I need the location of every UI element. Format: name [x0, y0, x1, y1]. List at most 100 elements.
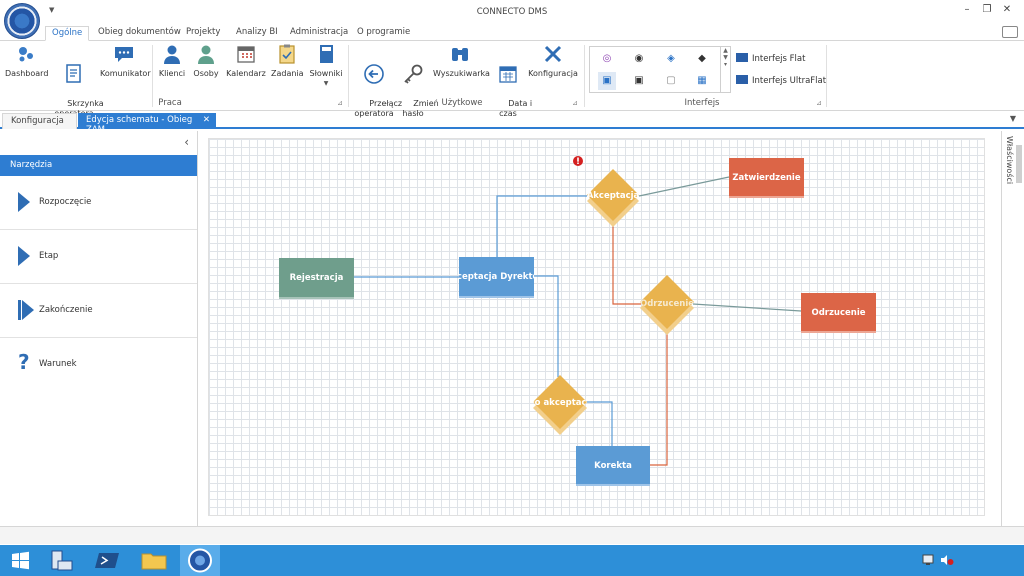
- klienci-button[interactable]: Klienci: [158, 43, 186, 79]
- tab-o-programie[interactable]: O programie: [357, 27, 411, 37]
- status-bar: [0, 526, 1024, 544]
- tool-warunek-label: Warunek: [39, 359, 77, 369]
- klienci-label: Klienci: [158, 69, 186, 78]
- node-korekta[interactable]: Korekta: [576, 446, 650, 486]
- vertical-scrollbar[interactable]: [1016, 145, 1022, 183]
- node-odrzucenie-condition[interactable]: Odrzucenie: [640, 275, 694, 335]
- title-bar: ▼ CONNECTO DMS – ❐ ✕: [0, 0, 1024, 24]
- tab-konfiguracja[interactable]: Konfiguracja: [2, 113, 77, 129]
- komunikator-label: Komunikator: [100, 69, 151, 78]
- data-i-czas-button[interactable]: Data i czas: [493, 43, 532, 129]
- connector-akceptacja-odrzucenie[interactable]: [612, 221, 641, 305]
- ribbon-options-icon[interactable]: [1002, 26, 1018, 38]
- powershell-icon: [95, 553, 119, 568]
- slowniki-dropdown-icon[interactable]: ▼: [323, 80, 329, 87]
- tool-warunek[interactable]: ? Warunek: [0, 338, 197, 392]
- tab-ogolne[interactable]: Ogólne: [45, 26, 90, 41]
- tools-icon: [544, 45, 562, 63]
- osoby-label: Osoby: [193, 69, 219, 78]
- diagram-canvas[interactable]: Rejestracja Akceptacja Dyrektora Akcepta…: [208, 138, 985, 516]
- close-button[interactable]: ✕: [1002, 4, 1012, 15]
- node-do-akceptacji-label: Do akceptacji: [528, 398, 593, 408]
- client-icon: [164, 45, 180, 64]
- tool-etap[interactable]: Etap: [0, 230, 197, 284]
- wyszukiwarka-label: Wyszukiwarka: [433, 69, 490, 78]
- group-praca-label: Praca: [158, 98, 182, 108]
- connector-odrzucenie-odrzucenie[interactable]: [692, 303, 802, 312]
- properties-tab[interactable]: Właściwości: [1005, 136, 1014, 185]
- zadania-button[interactable]: Zadania: [271, 43, 304, 79]
- skin-option-icon[interactable]: ◎: [602, 53, 612, 64]
- node-odrzucenie[interactable]: Odrzucenie: [801, 293, 876, 333]
- node-do-akceptacji-condition[interactable]: Do akceptacji: [528, 375, 593, 435]
- zmien-haslo-button[interactable]: Zmień hasło: [398, 43, 439, 129]
- node-zatwierdzenie[interactable]: Zatwierdzenie: [729, 158, 804, 198]
- osoby-button[interactable]: Osoby: [192, 43, 220, 79]
- restore-button[interactable]: ❐: [982, 4, 992, 15]
- start-icon: [18, 192, 30, 212]
- interfejs-flat-button[interactable]: Interfejs Flat: [736, 53, 805, 64]
- office-skin-selected-icon[interactable]: ▣: [598, 72, 616, 90]
- connector-dyrektora-do-akceptacji[interactable]: [534, 275, 559, 377]
- tab-projekty[interactable]: Projekty: [186, 27, 221, 37]
- node-akceptacja-dyrektora[interactable]: Akceptacja Dyrektora: [445, 257, 549, 298]
- office-skin-icon[interactable]: ▢: [666, 75, 676, 86]
- connector-akceptacja-zatwierdzenie[interactable]: [638, 176, 730, 197]
- komunikator-button[interactable]: Komunikator: [100, 43, 151, 79]
- data-i-czas-label: Data i czas: [499, 99, 533, 118]
- connector-korekta-odrzucenie[interactable]: [650, 329, 668, 466]
- connector-do-akceptacji-korekta[interactable]: [587, 401, 613, 447]
- quick-access-dropdown-icon[interactable]: ▼: [49, 6, 55, 14]
- folder-icon: [141, 553, 167, 570]
- interfejs-ultraflat-button[interactable]: Interfejs UltraFlat: [736, 75, 826, 86]
- node-rejestracja[interactable]: Rejestracja: [279, 258, 354, 299]
- uzytkowe-launcher-icon[interactable]: ⊿: [572, 99, 578, 107]
- skin-option-icon[interactable]: ◈: [667, 53, 675, 64]
- network-tray-icon[interactable]: [922, 554, 934, 566]
- inbox-icon: [66, 64, 81, 83]
- calendar-icon: [237, 46, 255, 63]
- start-button[interactable]: [2, 547, 38, 574]
- skin-option-icon[interactable]: ◆: [698, 53, 706, 64]
- powershell-button[interactable]: [90, 547, 126, 574]
- kalendarz-button[interactable]: Kalendarz: [226, 43, 266, 79]
- node-odrzucenie-condition-label: Odrzucenie: [640, 299, 694, 309]
- server-manager-button[interactable]: [44, 547, 80, 574]
- skin-gallery[interactable]: ◎ ◉ ◈ ◆ ▣ ▣ ▢ ▦: [589, 46, 721, 93]
- przelacz-operatora-button[interactable]: Przełącz operatora: [354, 43, 402, 129]
- interfejs-launcher-icon[interactable]: ⊿: [816, 99, 822, 107]
- date-time-icon: [499, 66, 517, 83]
- ribbon-separator: [152, 45, 153, 107]
- node-akceptacja-condition[interactable]: Akceptacja: [587, 169, 640, 227]
- collapse-panel-icon[interactable]: ‹: [184, 135, 189, 149]
- document-tabs: Konfiguracja Edycja schematu - Obieg ZAM…: [0, 112, 1024, 135]
- praca-launcher-icon[interactable]: ⊿: [337, 99, 343, 107]
- tab-analizy-bi[interactable]: Analizy BI: [236, 27, 278, 37]
- properties-panel-strip[interactable]: [1001, 131, 1024, 531]
- error-icon[interactable]: [573, 156, 583, 166]
- node-odrzucenie-label: Odrzucenie: [811, 308, 865, 318]
- dashboard-button[interactable]: Dashboard: [5, 43, 48, 79]
- slowniki-button[interactable]: Słowniki ▼: [308, 43, 344, 89]
- tab-edycja-schematu[interactable]: Edycja schematu - Obieg ZAM ✕: [78, 113, 216, 135]
- tabs-dropdown-icon[interactable]: ▼: [1009, 114, 1016, 123]
- grid-skin-icon[interactable]: ▦: [697, 75, 707, 86]
- file-explorer-button[interactable]: [136, 547, 172, 574]
- connector-dyrektora-akceptacja[interactable]: [496, 195, 587, 257]
- tab-administracja[interactable]: Administracja: [290, 27, 349, 37]
- close-tab-icon[interactable]: ✕: [202, 115, 210, 125]
- konfiguracja-button[interactable]: Konfiguracja: [528, 43, 578, 79]
- tool-zakonczenie[interactable]: Zakończenie: [0, 284, 197, 338]
- skin-option-icon[interactable]: ◉: [634, 53, 644, 64]
- office-skin-icon[interactable]: ▣: [634, 75, 644, 86]
- node-korekta-label: Korekta: [594, 461, 632, 471]
- connecto-icon: [188, 548, 212, 573]
- tab-obieg-dokumentow[interactable]: Obieg dokumentów: [98, 27, 181, 37]
- tool-rozpoczecie[interactable]: Rozpoczęcie: [0, 176, 197, 230]
- minimize-button[interactable]: –: [964, 4, 970, 15]
- gallery-scroll[interactable]: ▲▼▾: [721, 46, 731, 93]
- wyszukiwarka-button[interactable]: Wyszukiwarka: [433, 43, 490, 79]
- connecto-dms-taskbar-button[interactable]: [180, 545, 220, 576]
- app-logo-icon[interactable]: [4, 3, 40, 39]
- volume-muted-tray-icon[interactable]: [940, 554, 954, 566]
